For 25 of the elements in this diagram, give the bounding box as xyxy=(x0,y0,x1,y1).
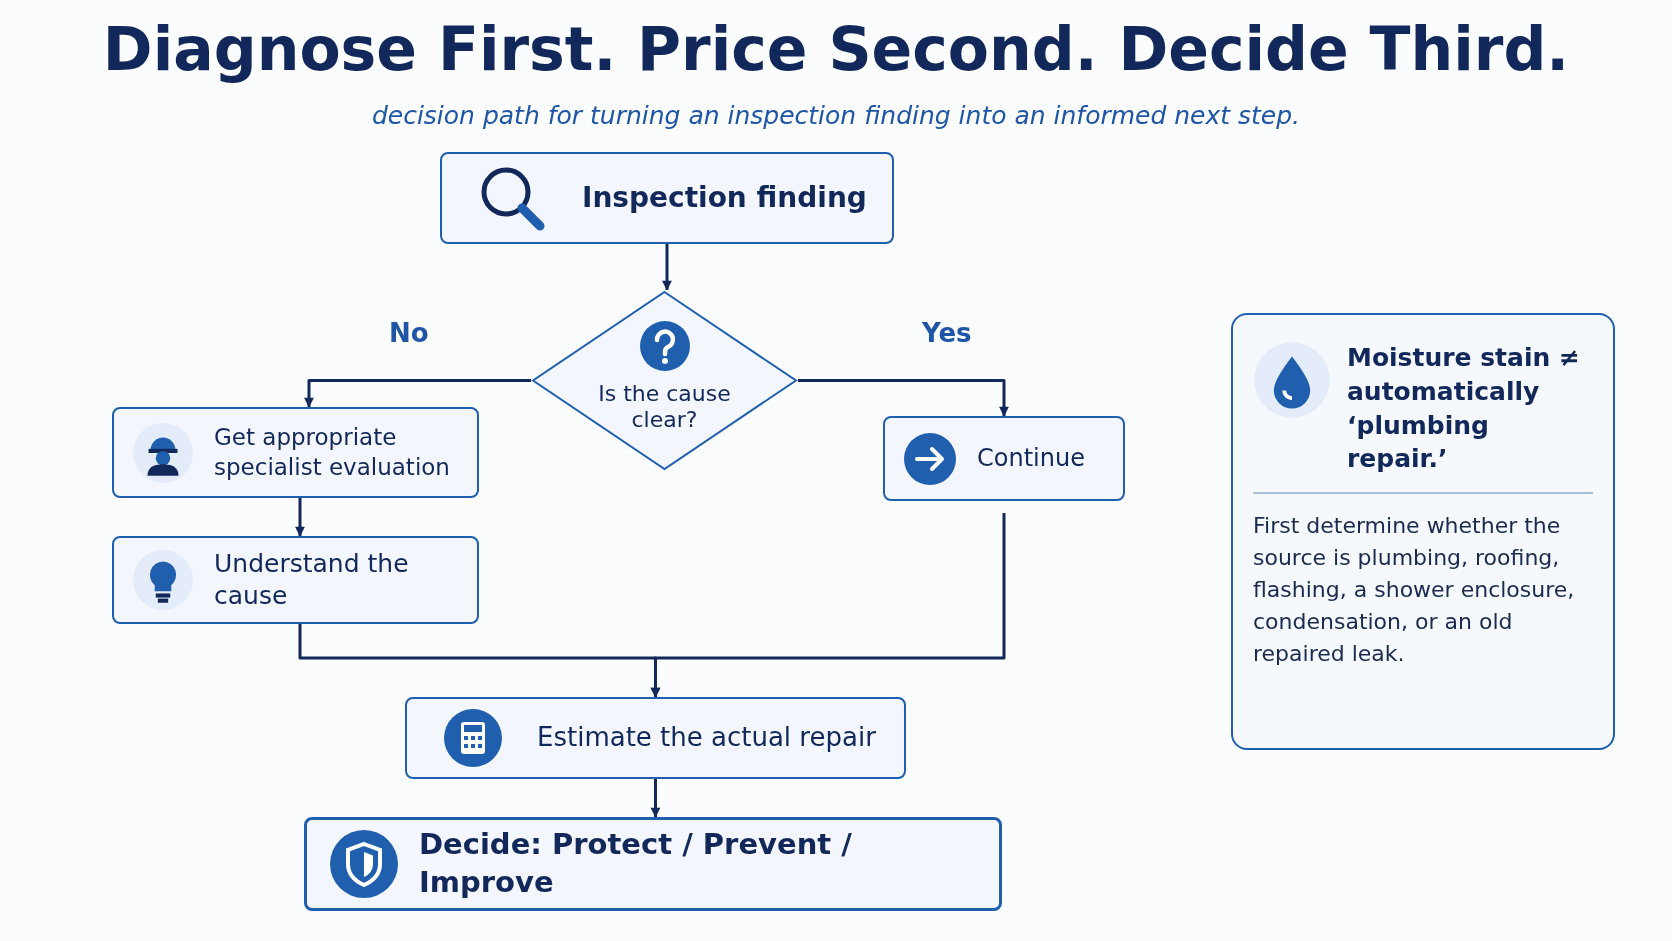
arrow xyxy=(798,379,1009,417)
node-label: Decide: Protect / Prevent / Improve xyxy=(419,826,853,901)
decision-diamond xyxy=(531,290,798,471)
arrow xyxy=(650,779,661,818)
process-box xyxy=(405,697,906,779)
note-text: First determine whether the source is plumbing, roofing, flashing, a shower enclosure, condensation, or an old repaired leak. xyxy=(1253,512,1576,668)
outcome-box xyxy=(304,817,1002,911)
arrow xyxy=(295,498,305,537)
node-label: Inspection finding xyxy=(582,179,867,216)
subtitle: decision path for turning an inspection finding into an informed next step. xyxy=(370,101,1302,130)
node-label: Estimate the actual repair xyxy=(537,721,876,755)
node-label: Get appropriate specialist evaluation xyxy=(214,422,451,482)
arrow xyxy=(304,379,531,408)
node-label: Understand the cause xyxy=(214,547,410,612)
process-box xyxy=(112,536,479,624)
node-label: Continue xyxy=(977,442,1085,474)
arrow xyxy=(662,244,672,291)
note-card xyxy=(1231,313,1615,750)
process-box xyxy=(883,416,1125,501)
note-heading: Moisture stain ≠ automatically ‘plumbing repair.’ xyxy=(1347,342,1581,476)
process-box xyxy=(440,152,894,244)
title: Diagnose First. Price Second. Decide Third. xyxy=(101,14,1571,84)
arrow xyxy=(650,513,1006,698)
process-box xyxy=(112,407,479,498)
decision-label: Is the cause clear? xyxy=(597,380,732,434)
